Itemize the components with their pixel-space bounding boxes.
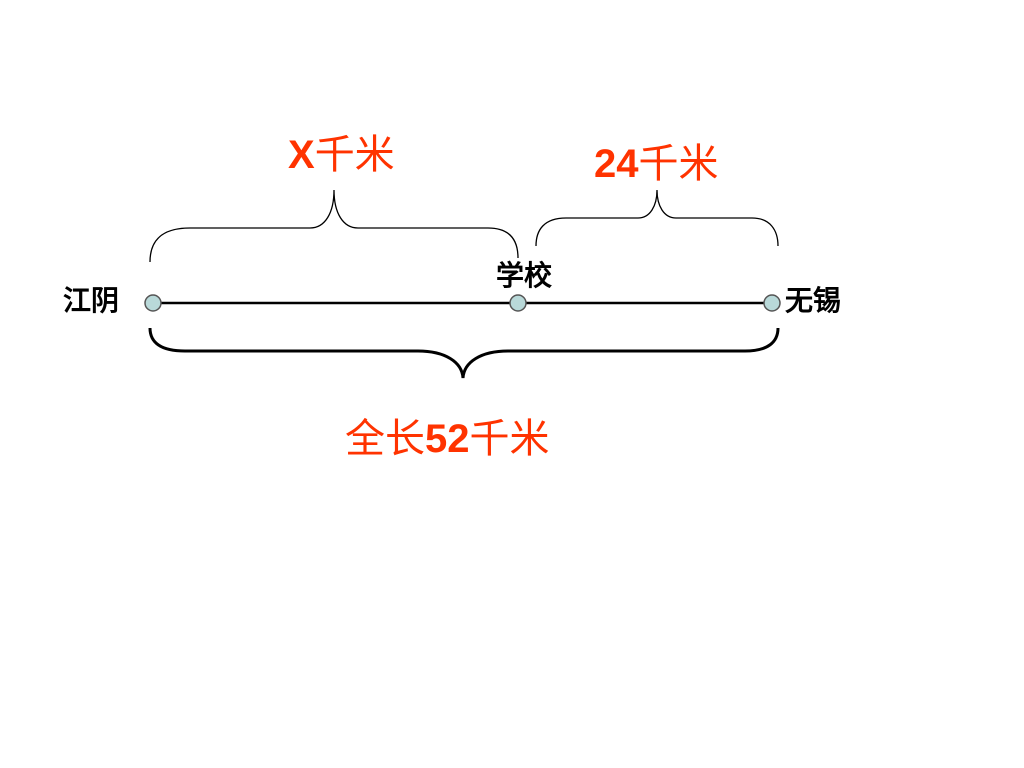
label-x-unit: 千米 [315,132,395,178]
place-school: 学校 [496,259,553,292]
label-total-unit: 千米 [470,416,550,462]
node-school [509,294,527,312]
label-24-value: 24 [594,142,639,186]
node-jiangyin [144,294,162,312]
label-24-unit: 千米 [639,141,719,187]
label-total-value: 52 [425,417,470,461]
brace-bottom-total [148,327,780,379]
label-x-variable: X [288,133,315,177]
brace-top-left [149,189,519,263]
label-24-distance: 24千米 [594,141,719,187]
label-x-distance: X千米 [288,132,395,178]
label-total-length: 全长52千米 [345,416,550,462]
brace-top-right [535,189,779,247]
place-wuxi: 无锡 [785,284,841,317]
node-wuxi [763,294,781,312]
label-total-prefix: 全长 [345,416,425,462]
place-jiangyin: 江阴 [63,284,119,317]
